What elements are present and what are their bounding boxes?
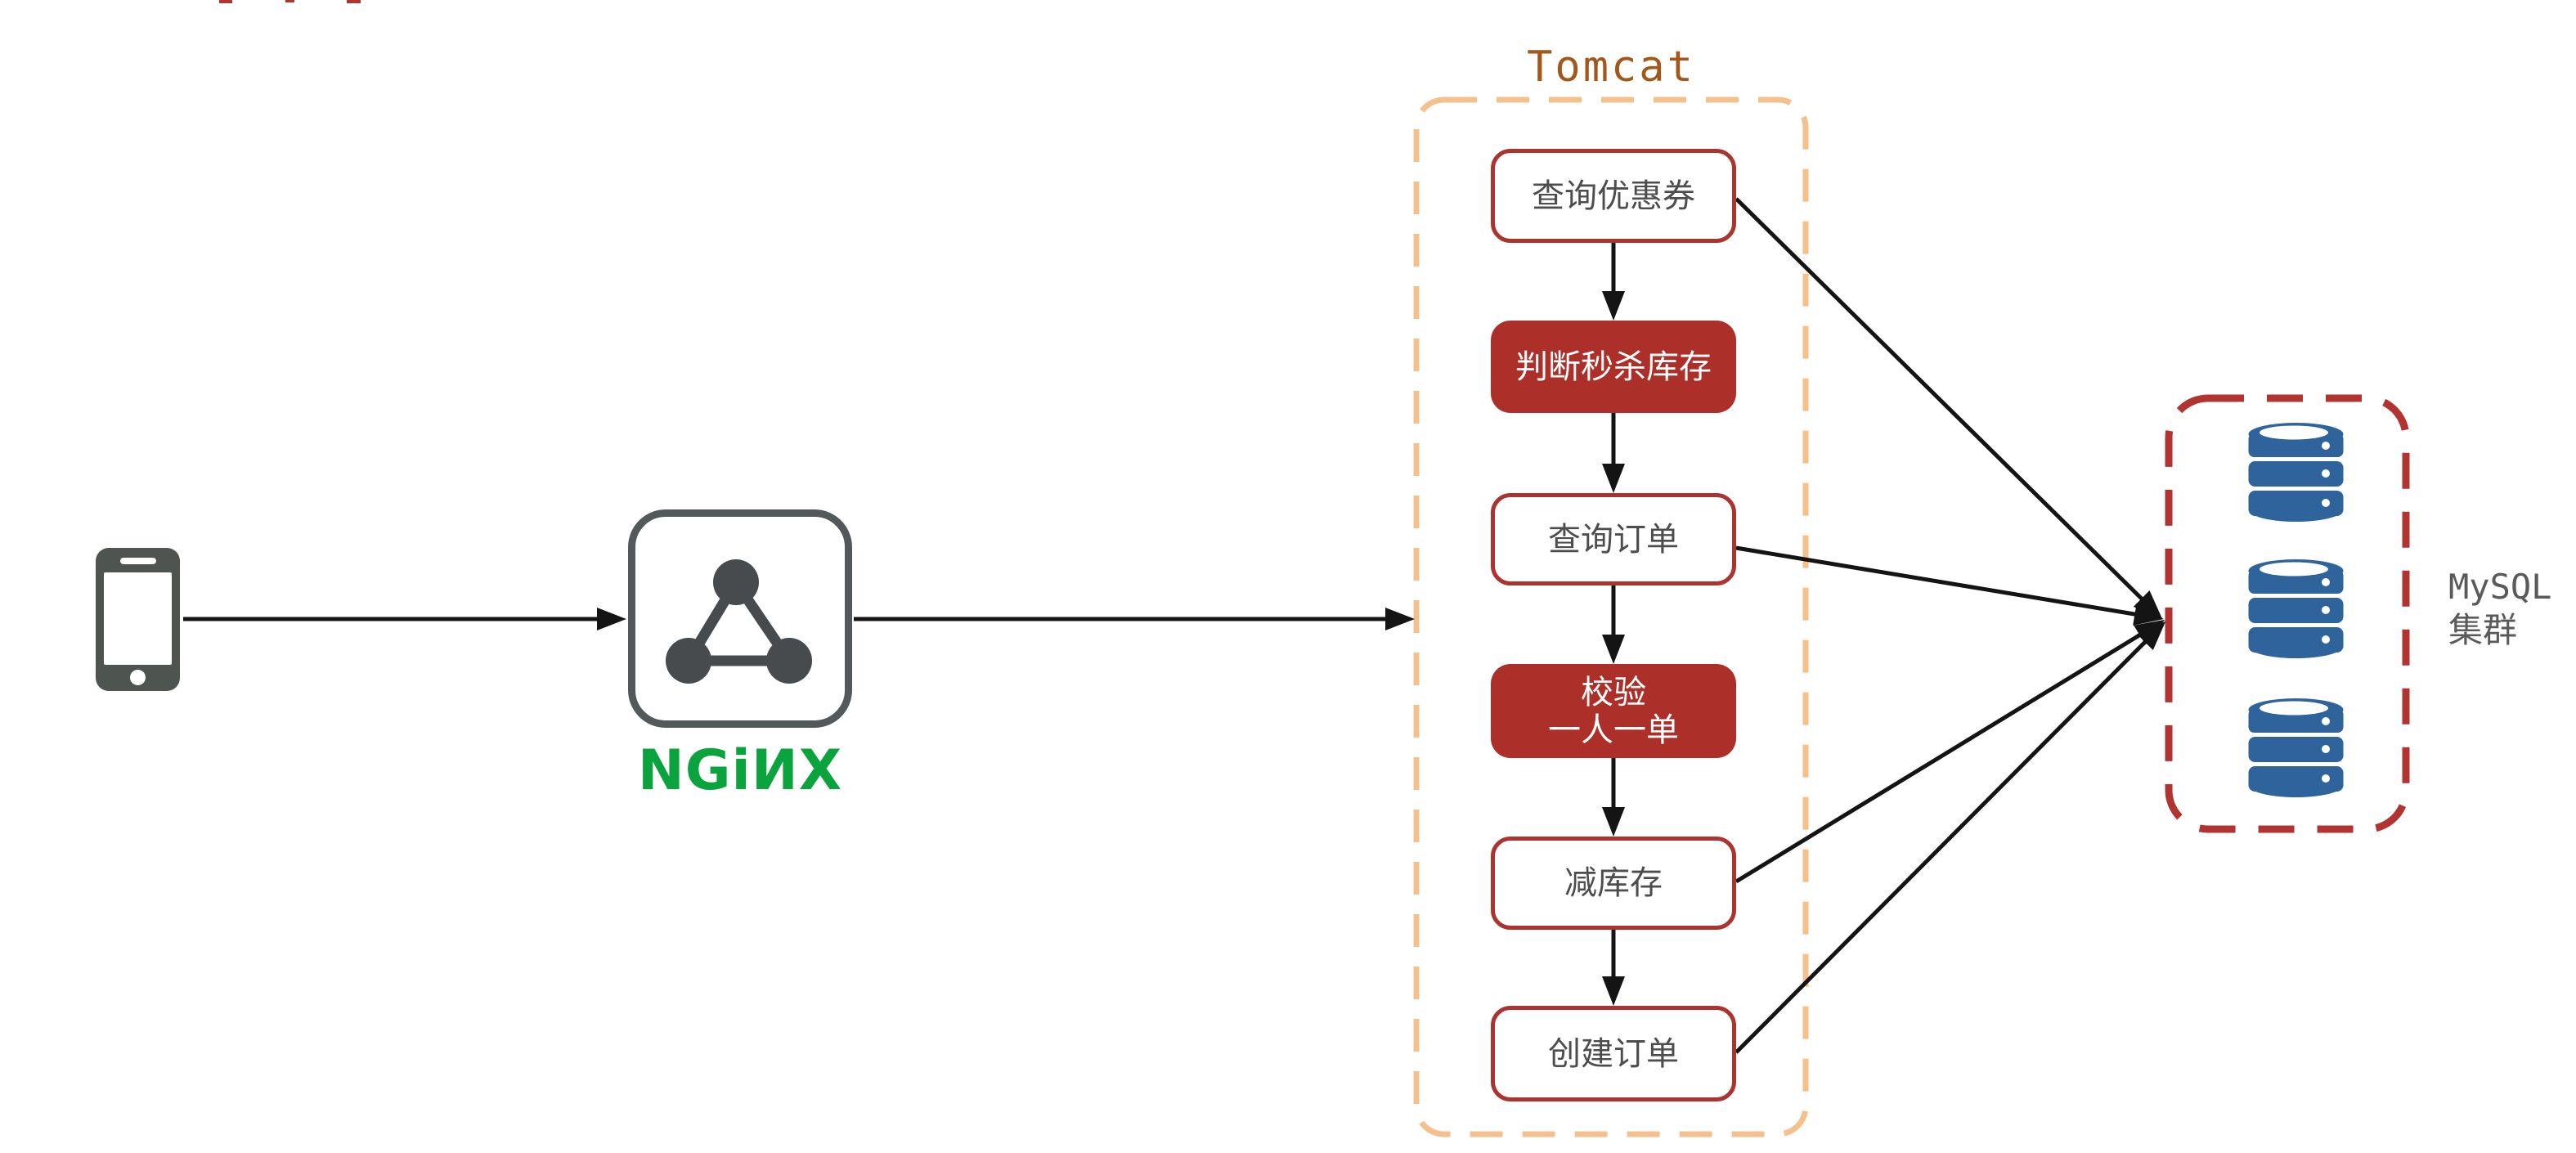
nginx-logo-badge: [628, 509, 852, 728]
step-label: 减库存: [1564, 864, 1663, 902]
phone-screen: [104, 572, 172, 665]
step-query-coupon: 查询优惠券: [1491, 149, 1736, 243]
step-query-order: 查询订单: [1491, 493, 1736, 585]
mysql-group-border: [2165, 394, 2410, 833]
step-label-line1: 校验: [1581, 673, 1646, 711]
step-label: 查询优惠券: [1532, 177, 1695, 215]
step-label: 创建订单: [1548, 1034, 1679, 1073]
database-icon: [2248, 559, 2344, 658]
connector-step6-mysql: [1735, 621, 2166, 1054]
step-label-line2: 一人一单: [1548, 711, 1679, 749]
phone-home-button: [130, 670, 146, 685]
cropped-text-fragment: [219, 0, 232, 3]
mysql-cluster-label: MySQL 集群: [2448, 566, 2551, 652]
step-label: 判断秒杀库存: [1515, 348, 1712, 386]
connector-step5-mysql: [1735, 619, 2165, 884]
connector-step3-mysql: [1735, 545, 2164, 626]
step-verify-one-order-per-user: 校验 一人一单: [1491, 664, 1736, 758]
step-decrease-stock: 减库存: [1491, 837, 1736, 930]
mysql-cluster-label-line2: 集群: [2448, 609, 2518, 650]
nginx-wordmark: NGiИX: [637, 738, 843, 803]
step-label: 查询订单: [1548, 520, 1679, 559]
database-icon: [2248, 698, 2344, 797]
tomcat-group-border: [1413, 96, 1809, 1137]
smartphone-icon: [96, 548, 180, 691]
cropped-text-fragment: [285, 0, 294, 2]
tomcat-group-title: Tomcat: [1527, 43, 1695, 92]
connector-step1-mysql: [1735, 197, 2163, 620]
database-icon: [2248, 423, 2344, 522]
step-check-seckill-stock: 判断秒杀库存: [1491, 321, 1736, 413]
nginx-triangle-icon: [666, 559, 812, 684]
mysql-cluster-label-line1: MySQL: [2448, 567, 2552, 607]
phone-speaker: [120, 558, 156, 564]
step-create-order: 创建订单: [1491, 1006, 1736, 1101]
cropped-text-fragment: [347, 0, 361, 3]
